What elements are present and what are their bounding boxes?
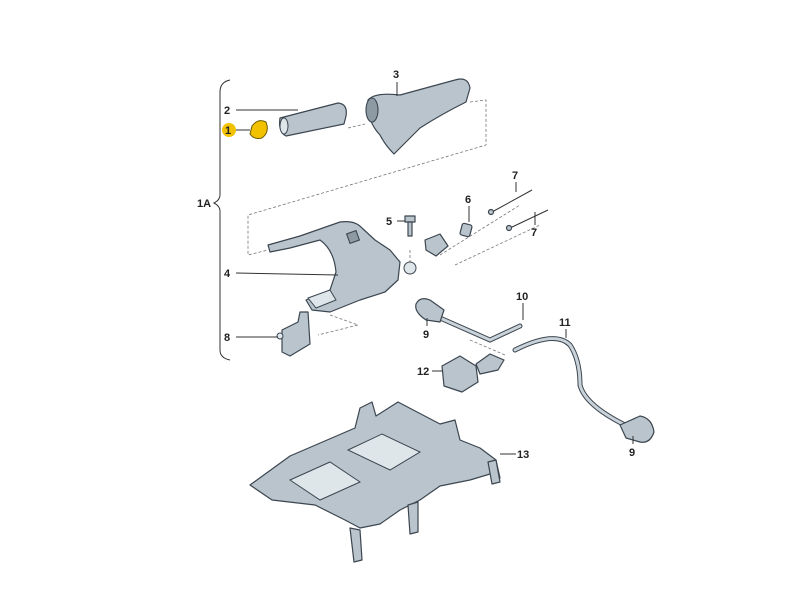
label-7-top: 7 bbox=[512, 170, 518, 182]
label-8: 8 bbox=[224, 332, 230, 344]
part-2-grip bbox=[279, 102, 347, 137]
label-1a: 1A bbox=[197, 198, 211, 210]
label-11: 11 bbox=[559, 317, 571, 329]
group-bracket-1a bbox=[212, 79, 231, 361]
part-5-bolt bbox=[404, 215, 416, 237]
label-3: 3 bbox=[393, 69, 399, 81]
part-labels: 1 1A 2 3 4 5 6 7 7 8 9 9 10 11 12 13 bbox=[197, 69, 635, 461]
label-10: 10 bbox=[516, 291, 528, 303]
highlight-marker bbox=[222, 123, 236, 137]
label-5: 5 bbox=[386, 216, 392, 228]
part-10-cable bbox=[415, 298, 523, 343]
label-6: 6 bbox=[465, 194, 471, 206]
label-7-bottom: 7 bbox=[531, 227, 537, 239]
leader-lines bbox=[235, 82, 634, 455]
part-11-cable bbox=[512, 336, 655, 443]
part-1-cap bbox=[249, 120, 268, 139]
part-8-switch bbox=[276, 311, 311, 357]
part-6-nut bbox=[459, 222, 473, 238]
label-9-left: 9 bbox=[423, 329, 429, 341]
label-1: 1 bbox=[225, 125, 231, 137]
part-13-base-plate bbox=[249, 401, 501, 563]
label-9-right: 9 bbox=[629, 447, 635, 459]
label-13: 13 bbox=[517, 449, 529, 461]
part-4-lever bbox=[267, 221, 417, 313]
label-2: 2 bbox=[224, 105, 230, 117]
label-12: 12 bbox=[417, 366, 429, 378]
label-4: 4 bbox=[224, 268, 231, 280]
part-3-boot bbox=[365, 78, 471, 155]
part-7-cable-ends bbox=[424, 189, 549, 257]
part-12-equalizer bbox=[441, 353, 505, 393]
